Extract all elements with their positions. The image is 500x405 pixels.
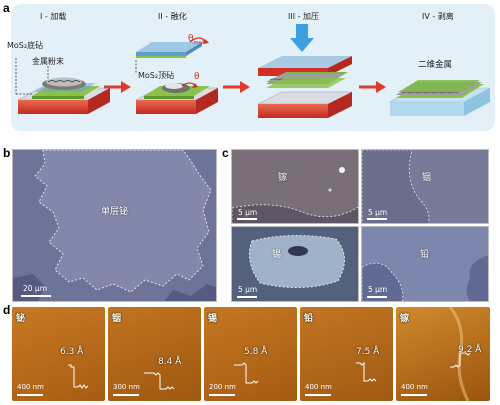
monolayer-region	[13, 150, 216, 301]
scale-bar-c3	[237, 296, 257, 298]
scale-text-d4: 400 nm	[305, 383, 332, 391]
height-profile-gallium	[448, 307, 471, 401]
scale-bar-c2	[367, 218, 387, 220]
scale-bar-d2	[113, 394, 139, 396]
step-2-title: II - 融化	[158, 12, 187, 21]
step-height-gallium: 9.2 Å	[458, 345, 482, 355]
optical-image-tin: 锡 5 μm	[231, 226, 359, 302]
afm-image-lead: 铅 7.5 Å 400 nm	[300, 307, 393, 401]
label-mos2-bottom-anvil: MoS₂底砧	[7, 41, 44, 50]
theta-melt-subscript: melt	[193, 39, 205, 46]
monolayer-bismuth-label: 单层铋	[101, 207, 129, 217]
panel-b-label: b	[3, 146, 11, 160]
label-theta-melt: θmelt	[188, 34, 205, 46]
optical-image-indium: 铟 5 μm	[361, 149, 489, 224]
indium-label: 铟	[422, 173, 432, 183]
gallium-region	[232, 167, 358, 223]
process-arrow-3	[359, 81, 386, 93]
lead-label: 铅	[420, 250, 430, 260]
height-profile-tin	[234, 362, 259, 384]
afm-image-gallium: 镓 9.2 Å 400 nm	[396, 307, 490, 401]
scale-text-d5: 400 nm	[401, 383, 428, 391]
theta-symbol: θ	[188, 34, 194, 44]
afm-element-gallium: 镓	[400, 314, 410, 324]
scale-text-b: 20 μm	[23, 284, 48, 293]
scale-text-c3: 5 μm	[238, 285, 258, 294]
tin-region	[248, 235, 345, 288]
optical-image-bismuth: 单层铋 20 μm	[12, 149, 217, 302]
afm-element-bismuth: 铋	[16, 314, 26, 324]
optical-image-lead: 铅 5 μm	[361, 226, 489, 302]
step-1-schematic	[15, 58, 111, 114]
scale-bar-d4	[305, 394, 331, 396]
gallium-label: 镓	[278, 173, 288, 183]
step-height-lead: 7.5 Å	[356, 347, 380, 357]
step-1-title: I - 加载	[40, 12, 67, 21]
height-profile-indium	[144, 372, 175, 390]
step-4-schematic	[389, 80, 491, 116]
scale-bar-d1	[17, 394, 43, 396]
afm-element-tin: 锡	[208, 314, 218, 324]
panel-c-label: c	[222, 146, 229, 160]
scale-bar-c4	[367, 296, 387, 298]
scale-text-d3: 200 nm	[209, 383, 236, 391]
optical-image-gallium: 镓 5 μm	[231, 149, 359, 224]
scale-text-c2: 5 μm	[368, 208, 388, 217]
afm-image-tin: 锡 5.8 Å 200 nm	[204, 307, 297, 401]
panel-a-label: a	[3, 1, 10, 15]
afm-element-indium: 铟	[112, 314, 122, 324]
height-profile-bismuth	[68, 364, 89, 389]
process-arrow-1	[104, 81, 131, 93]
afm-image-indium: 铟 8.4 Å 300 nm	[108, 307, 201, 401]
scale-bar-d5	[401, 394, 427, 396]
lead-region	[362, 255, 488, 301]
scale-bar-b	[21, 295, 51, 297]
step-4-title: IV - 剥离	[422, 12, 454, 21]
panel-d-label: d	[3, 303, 11, 317]
step-height-bismuth: 6.3 Å	[60, 347, 84, 357]
scale-text-d1: 400 nm	[17, 383, 44, 391]
afm-image-bismuth: 铋 6.3 Å 400 nm	[12, 307, 105, 401]
scale-text-c4: 5 μm	[368, 285, 388, 294]
step-2-schematic	[135, 37, 219, 114]
scale-bar-c1	[237, 218, 257, 220]
label-mos2-top-anvil: MoS₂顶砧	[138, 71, 175, 80]
scale-bar-d3	[209, 394, 235, 396]
label-theta: θ	[194, 72, 200, 82]
indium-region	[362, 150, 430, 223]
scale-text-c1: 5 μm	[238, 208, 258, 217]
step-height-indium: 8.4 Å	[158, 357, 182, 367]
step-3-schematic	[257, 24, 353, 118]
process-arrow-2	[223, 81, 250, 93]
label-metal-powder: 金属粉末	[32, 57, 64, 66]
scale-text-d2: 300 nm	[113, 383, 140, 391]
height-profile-lead	[356, 361, 377, 382]
afm-element-lead: 铅	[304, 314, 314, 324]
label-2d-metal: 二维金属	[418, 60, 453, 70]
tin-label: 锡	[272, 250, 282, 260]
step-3-title: III - 加压	[288, 12, 320, 21]
step-height-tin: 5.8 Å	[244, 347, 268, 357]
